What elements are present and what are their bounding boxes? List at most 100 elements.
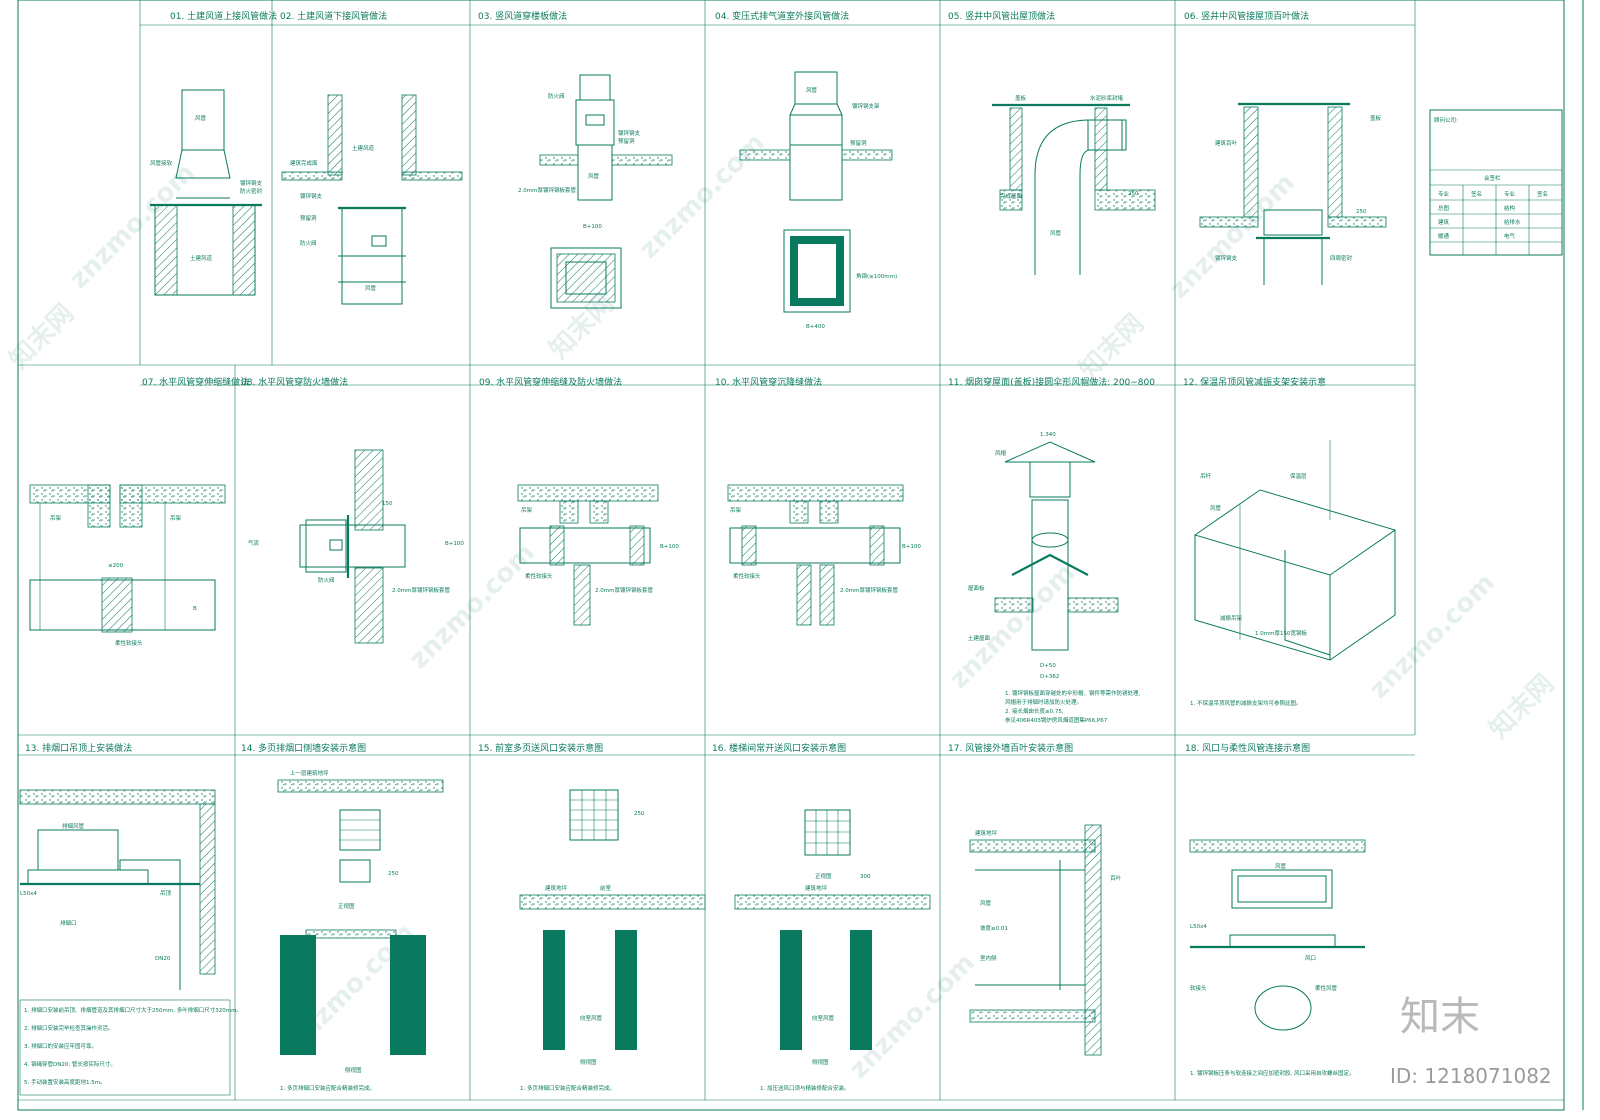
p14-note-0: 1. 多页排烟口安装应配合精装修完成。 <box>280 1084 375 1092</box>
p13-label-4: 吊顶 <box>160 890 172 897</box>
col-header-2: 专业 <box>1504 190 1516 198</box>
watermark-text-5: znzmo.com <box>944 558 1081 695</box>
panel-grid <box>18 0 1564 1101</box>
p05-label-3: 风管 <box>1050 229 1062 237</box>
p11-note-0: 1. 镀锌钢板屋面穿越处的伞形帽、钢件等需作防锈处理, <box>1005 689 1140 697</box>
p02-label-1: 建筑完成面 <box>290 159 318 167</box>
p08-label-2: 150 <box>382 501 393 507</box>
p14-label-0: 上一层建筑地坪 <box>290 769 329 777</box>
p06-label-4: 250 <box>1356 209 1367 215</box>
sign-title: 会签栏 <box>1484 174 1501 182</box>
p01-label-0: 风管 <box>195 114 207 122</box>
panel-08-drawing: 气流 防火阀 150 2.0mm厚镀锌钢板套管 B+100 <box>248 449 464 644</box>
p06-label-3: 四周密封 <box>1330 254 1353 262</box>
p05-label-4: 250 <box>1128 191 1139 197</box>
p11-label-0: 风帽 <box>995 449 1007 457</box>
p05-label-1: 水泥砂浆封堵 <box>1090 94 1124 102</box>
panel-17-drawing: 建筑地坪 风管 百叶 室内侧 坡度≥0.01 <box>969 824 1122 1056</box>
p07-label-3: 柔性软接头 <box>115 639 143 647</box>
p09-label-3: B+100 <box>660 544 679 550</box>
p13-note-0: 1. 排烟口安装前吊顶、排烟管道及其排烟口尺寸大于250mm, 多叶排烟口尺寸3… <box>24 1006 242 1014</box>
p02-label-4: 防火阀 <box>300 239 317 247</box>
panel-title-12: 12. 保温吊顶风管减振支架安装示意 <box>1183 376 1326 388</box>
p16-label-1: 正视图 <box>815 872 832 880</box>
col-header-1: 签名 <box>1471 190 1482 198</box>
p15-note-0: 1. 多页排烟口安装应配合精装修完成。 <box>520 1084 615 1092</box>
p14-label-4: 250 <box>388 871 399 877</box>
p11-label-1: 1.340 <box>1040 432 1056 438</box>
p04-label-2: 预留洞 <box>850 139 867 147</box>
p02-label-2: 镀锌钢支 <box>300 192 323 200</box>
panel-01-drawing: 风管 风管接软 镀锌钢支 防火密封 土建风道 <box>150 89 263 296</box>
sheet-border <box>17 0 1565 1111</box>
p03-label-5: B+100 <box>583 224 602 230</box>
panel-02-drawing: 土建风道 建筑完成面 镀锌钢支 预留洞 防火阀 风管 <box>281 94 463 305</box>
p03-label-3: 风管 <box>588 172 600 180</box>
p01-label-3: 防火密封 <box>240 187 263 195</box>
panel-title-10: 10. 水平风管穿沉降缝做法 <box>715 376 822 388</box>
watermark-cn-3: 知末网 <box>1074 309 1150 385</box>
p04-label-1: 风管 <box>806 86 818 94</box>
p12-label-4: 1.0mm厚150宽钢板 <box>1255 629 1307 637</box>
tb-row1-col2: 给排水 <box>1504 218 1521 226</box>
panel-12-drawing: 吊杆 风管 保温层 减振吊架 1.0mm厚150宽钢板 1. 不保温吊顶风管的减… <box>1190 440 1397 707</box>
p03-label-1: 镀锌钢支 <box>618 129 641 137</box>
panel-16-drawing: 建筑地坪 正视图 向室风管 侧视图 300 1. 加压送风口须与精装修配合安装。 <box>734 809 931 1092</box>
p09-label-2: 2.0mm厚镀锌钢板套管 <box>595 586 653 594</box>
p13-label-3: L50x4 <box>20 891 37 897</box>
panel-18-drawing: 风管 L50x4 风口 柔性风管 软接头 1. 镀锌钢板压条与软连接之间应加密封… <box>1189 839 1366 1077</box>
p12-note-0: 1. 不保温吊顶风管的减振支架均可参照此图。 <box>1190 699 1302 707</box>
panel-title-01: 01. 土建风道上接风管做法 <box>170 10 277 22</box>
panel-title-15: 15. 前室多页送风口安装示意图 <box>478 742 603 754</box>
p11-label-4: D+50 <box>1040 663 1056 669</box>
col-header-0: 专业 <box>1438 190 1450 198</box>
p18-label-3: 柔性风管 <box>1315 984 1338 992</box>
panel-titles: 01. 土建风道上接风管做法 02. 土建风道下接风管做法 03. 竖风道穿楼板… <box>25 10 1326 754</box>
p16-note-0: 1. 加压送风口须与精装修配合安装。 <box>760 1084 850 1092</box>
watermark-cn-4: 知末网 <box>1484 669 1560 745</box>
col-header-3: 签名 <box>1537 190 1548 198</box>
title-block-header: 顾问公司: <box>1434 116 1458 124</box>
p01-label-1: 风管接软 <box>150 159 173 167</box>
p13-note-1: 2. 排烟口安装完毕检查其操作灵活。 <box>24 1024 114 1032</box>
p01-label-4: 土建风道 <box>190 254 213 262</box>
panel-title-02: 02. 土建风道下接风管做法 <box>280 10 387 22</box>
p02-label-5: 风管 <box>365 284 377 292</box>
panel-title-06: 06. 竖井中风管接屋顶百叶做法 <box>1184 10 1309 22</box>
p17-label-0: 建筑地坪 <box>975 829 998 837</box>
p05-label-2: 完成屋面 <box>1000 192 1023 200</box>
p17-label-2: 百叶 <box>1110 874 1122 882</box>
watermark-text-3: znzmo.com <box>1164 168 1301 305</box>
p10-label-0: 吊架 <box>730 507 742 514</box>
p12-label-3: 减振吊架 <box>1220 614 1243 622</box>
p08-label-0: 气流 <box>248 539 260 547</box>
panel-title-09: 09. 水平风管穿伸缩缝及防火墙做法 <box>479 376 622 388</box>
p13-note-3: 4. 钢绳穿管DN20, 管长按实际尺寸。 <box>24 1060 116 1068</box>
panel-title-03: 03. 竖风道穿楼板做法 <box>478 10 567 22</box>
p17-label-3: 室内侧 <box>980 954 997 962</box>
p17-label-1: 风管 <box>980 899 992 907</box>
p02-label-0: 土建风道 <box>352 144 375 152</box>
p08-label-1: 防火阀 <box>318 576 335 584</box>
p10-label-1: 柔性软接头 <box>733 572 761 580</box>
p03-label-4: 2.0mm厚镀锌钢板套管 <box>518 186 576 194</box>
p11-label-5: D+362 <box>1040 674 1059 680</box>
panel-title-05: 05. 竖井中风管出屋顶做法 <box>948 10 1055 22</box>
p18-label-1: L50x4 <box>1190 924 1207 930</box>
p06-label-2: 镀锌钢支 <box>1215 254 1238 262</box>
tb-row0-col2: 结构 <box>1504 204 1516 212</box>
brand-logo-text: 知末 <box>1400 994 1480 1040</box>
watermark-text-6: znzmo.com <box>1364 568 1501 705</box>
p15-label-1: 前室 <box>600 884 612 892</box>
p07-label-2: ≤200 <box>108 563 124 569</box>
panel-title-14: 14. 多页排烟口侧墙安装示意图 <box>241 742 366 754</box>
p14-label-1: 吊顶 <box>292 945 304 952</box>
p13-label-1: 排烟口 <box>60 919 77 927</box>
p13-note-2: 3. 排烟口的安装应牢固可靠。 <box>24 1042 97 1050</box>
panel-title-07: 07. 水平风管穿伸缩缝做法 <box>142 376 249 388</box>
p12-label-0: 吊杆 <box>1200 472 1212 480</box>
p01-label-2: 镀锌钢支 <box>240 179 263 187</box>
p14-label-3: 侧视图 <box>345 1066 362 1074</box>
panel-15-drawing: 建筑地坪 前室 向室风管 侧视图 250 1. 多页排烟口安装应配合精装修完成。 <box>519 789 706 1092</box>
p07-label-1: 吊架 <box>170 515 182 522</box>
